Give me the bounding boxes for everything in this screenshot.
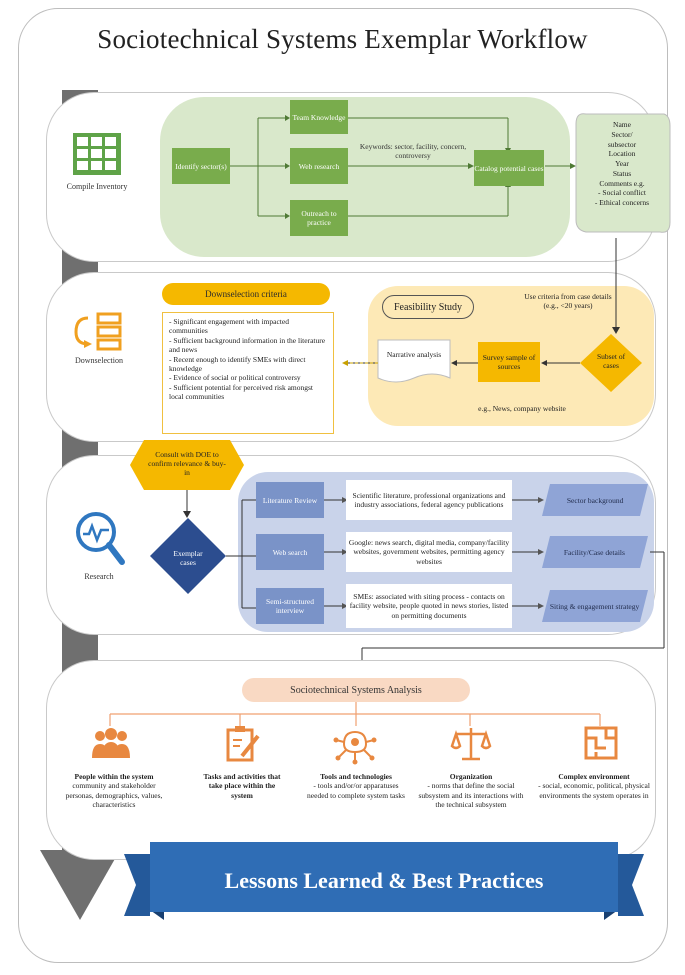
consult-hexagon [130,440,244,490]
research-label: Research [84,572,114,581]
downselection-label: Downselection [75,356,123,365]
consult-text: Consult with DOE to confirm relevance & … [148,450,226,477]
web-research-box: Web research [290,148,348,184]
analysis-environment: Complex environment - social, economic, … [536,772,652,800]
exemplar-cases-text: Exemplar cases [173,549,203,567]
team-knowledge-box: Team Knowledge [290,100,348,134]
analysis-environment-heading: Complex environment [558,772,630,781]
outreach-box: Outreach to practice [290,200,348,236]
identify-sectors-box: Identify sector(s) [172,148,230,184]
interview-desc: SMEs: associated with siting process - c… [346,584,512,628]
analysis-organization-text: - norms that define the social subsystem… [418,781,524,810]
subset-diamond [580,334,642,392]
lessons-banner-text: Lessons Learned & Best Practices [224,868,544,893]
analysis-people: People within the system community and s… [62,772,166,810]
criteria-list: - Significant engagement with impacted c… [162,312,334,434]
tools-network-icon [333,730,377,765]
outer-frame [18,8,668,963]
lessons-banner [124,842,644,920]
analysis-people-text: community and stakeholder personas, demo… [65,781,163,810]
clipboard-icon [226,726,260,762]
analysis-title-pill: Sociotechnical Systems Analysis [242,678,470,702]
analysis-tasks: Tasks and activities that take place wit… [200,772,284,800]
case-fields-document [575,113,671,233]
page-title: Sociotechnical Systems Exemplar Workflow [97,24,588,54]
analysis-tools-heading: Tools and technologies [320,772,392,781]
analysis-people-heading: People within the system [74,772,154,781]
sources-example-text: e.g., News, company website [478,404,566,413]
case-fields-text: Name Sector/ subsector Location Year Sta… [594,120,650,207]
exemplar-diamond [150,518,226,594]
people-icon [92,728,130,758]
analysis-organization-heading: Organization [449,772,493,781]
analysis-tasks-heading: Tasks and activities that take place wit… [203,772,281,800]
magnifier-chart-icon [76,512,125,565]
method-semi-structured-interview: Semi-structured interview [256,588,324,624]
use-criteria-text: Use criteria from case details (e.g., <2… [524,292,612,310]
scales-icon [450,728,492,761]
analysis-tools: Tools and technologies - tools and/or/or… [306,772,406,800]
table-icon [73,133,121,175]
narrative-analysis-text: Narrative analysis [386,350,442,359]
downselection-icon [74,312,122,351]
analysis-tools-text: - tools and/or/or apparatuses needed to … [307,781,405,800]
method-literature-review: Literature Review [256,482,324,518]
web-search-desc: Google: news search, digital media, comp… [346,532,512,572]
inventory-label: Compile Inventory [66,182,128,191]
catalog-cases-box: Catalog potential cases [474,150,544,186]
keywords-text: Keywords: sector, facility, concern, con… [359,142,467,160]
analysis-organization: Organization - norms that define the soc… [418,772,524,810]
subset-cases-text: Subset of cases [596,352,626,370]
maze-icon [584,726,618,760]
narrative-document [377,339,451,383]
method-web-search: Web search [256,534,324,570]
literature-review-desc: Scientific literature, professional orga… [346,480,512,520]
criteria-title-pill: Downselection criteria [162,283,330,305]
analysis-environment-text: - social, economic, political, physical … [538,781,650,800]
feasibility-title-pill: Feasibility Study [382,295,474,319]
survey-sources-box: Survey sample of sources [478,342,540,382]
